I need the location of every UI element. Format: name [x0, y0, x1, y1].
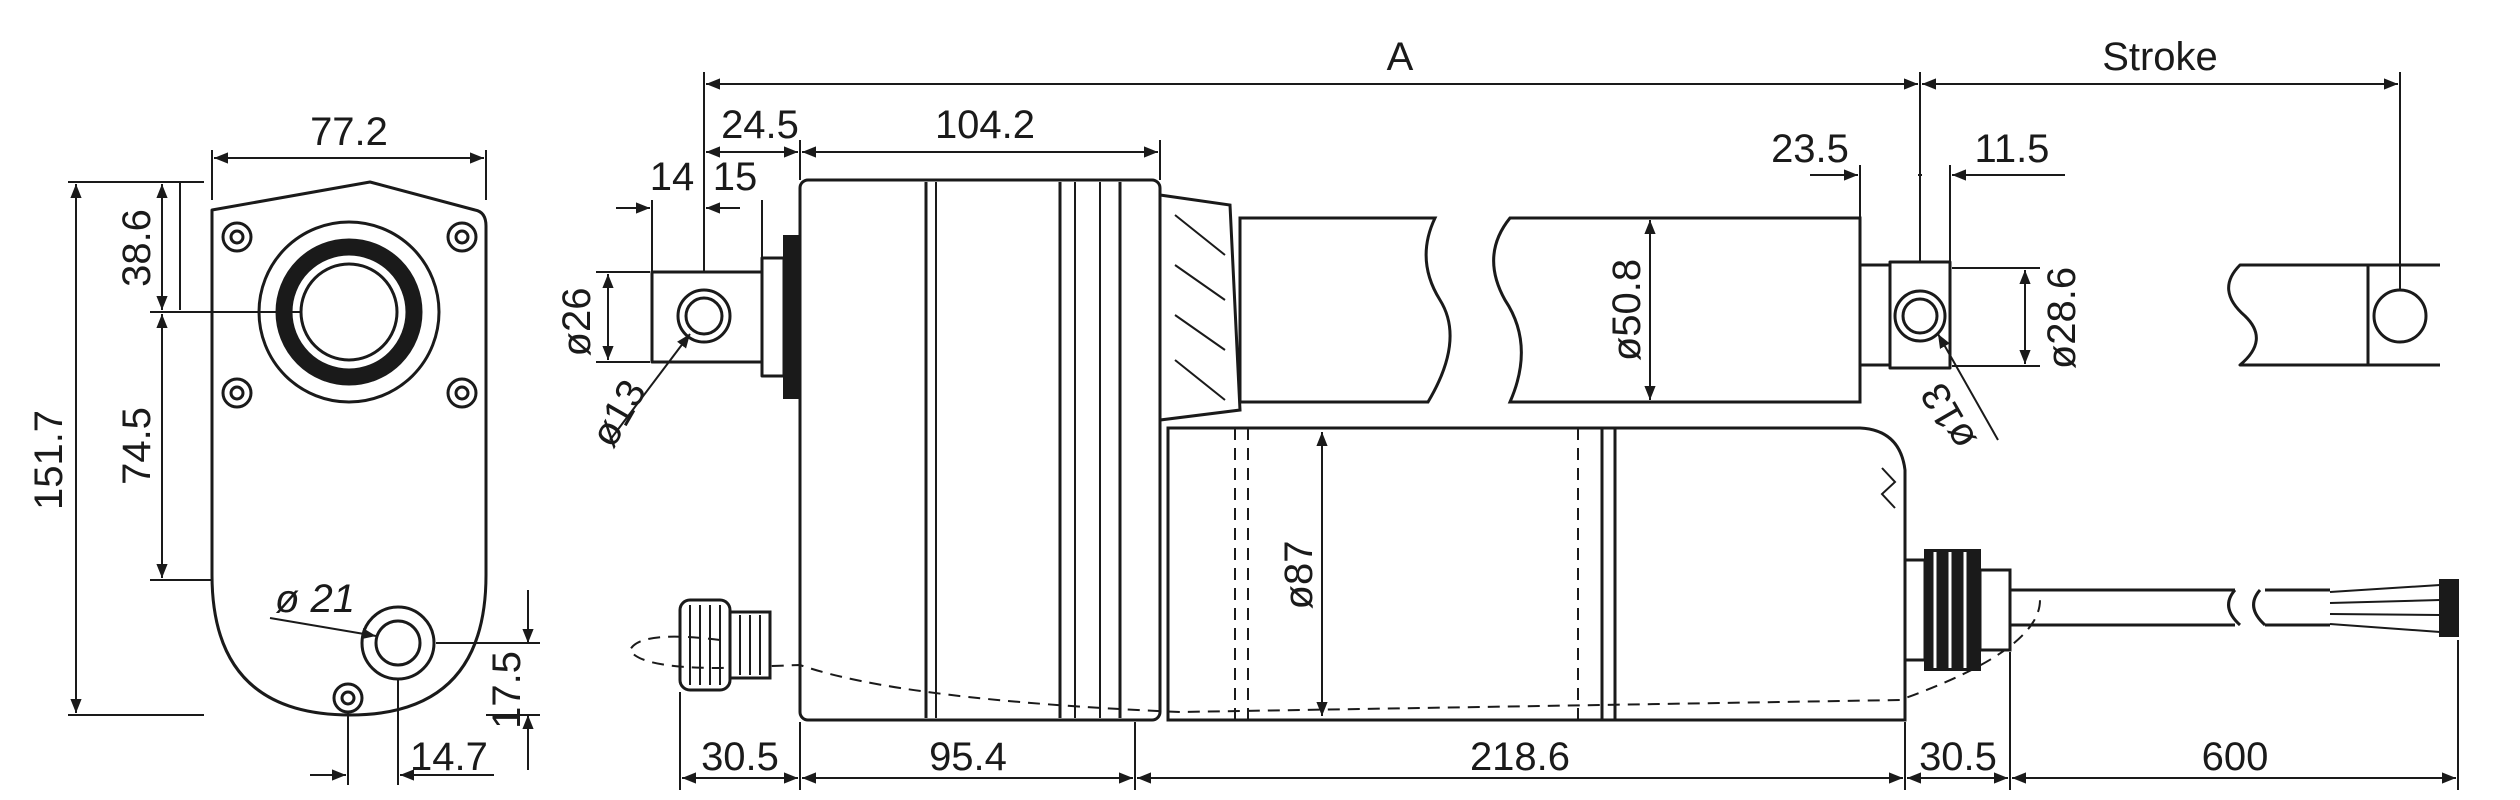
extended-rod-end: [2227, 263, 2440, 367]
A-label: A: [1387, 35, 1414, 79]
front-nut: [1158, 193, 1242, 422]
label-24-5: 24.5: [721, 103, 799, 147]
label-50-8: ø50.8: [1605, 259, 1649, 361]
dim-side-hole-height: 17.5: [436, 590, 540, 770]
cable-gland-icon: [1903, 549, 2012, 671]
dim-side-mid: 74.5: [115, 314, 212, 581]
dim-26: ø26: [555, 271, 650, 363]
dim-A: A: [703, 35, 1921, 272]
dim-side-hole: ø 21: [269, 577, 377, 640]
rear-gland-icon: [678, 598, 772, 692]
mount-hole-icon: [360, 605, 436, 681]
rear-clevis: [650, 235, 801, 399]
dim-bottom-chain: 30.5 95.4 218.6 30.5 600: [679, 640, 2459, 790]
label-14: 14: [650, 155, 695, 199]
side-height-label: 151.7: [27, 410, 71, 510]
dim-side-hole-offset: 14.7: [310, 680, 494, 785]
side-hole-offset-label: 14.7: [410, 735, 488, 779]
label-95-4: 95.4: [929, 735, 1007, 779]
side-upper-label: 38.6: [115, 209, 159, 287]
side-hole-dia-label: ø 21: [275, 577, 355, 621]
label-28-6: ø28.6: [2040, 267, 2084, 369]
label-600: 600: [2202, 735, 2269, 779]
side-mid-label: 74.5: [115, 407, 159, 485]
label-218-6: 218.6: [1470, 735, 1570, 779]
dim-side-upper: 38.6: [115, 182, 300, 313]
gearbox-block: [798, 178, 1162, 722]
dim-15: 15: [713, 155, 763, 258]
dim-14: 14: [616, 155, 740, 272]
front-view: A Stroke 24.5 104.2 14 15: [555, 35, 2459, 790]
label-26: ø26: [555, 288, 599, 357]
label-87: ø87: [1277, 541, 1321, 610]
label-30-5-right: 30.5: [1919, 735, 1997, 779]
dim-side-width: 77.2: [211, 110, 487, 200]
dim-stroke: Stroke: [1922, 35, 2401, 290]
dim-87: ø87: [1277, 432, 1328, 716]
label-13-right: ø13: [1912, 376, 1985, 458]
side-view: 77.2 151.7 38.6 74.5 ø 21: [27, 110, 540, 785]
front-rod-end: [1888, 260, 1952, 370]
label-30-5-left: 30.5: [701, 735, 779, 779]
label-13-left: ø13: [582, 373, 655, 455]
side-hole-height-label: 17.5: [485, 651, 529, 729]
dim-side-height: 151.7: [27, 181, 204, 716]
dim-13-right: ø13: [1912, 333, 1999, 458]
cable: [2010, 579, 2459, 637]
label-23-5: 23.5: [1771, 127, 1849, 171]
dim-23-5: 23.5: [1771, 127, 1922, 265]
dim-11-5: 11.5: [1950, 127, 2065, 262]
dim-28-6: ø28.6: [1952, 267, 2084, 369]
stroke-label: Stroke: [2102, 35, 2218, 79]
inner-tube: [1238, 216, 1892, 404]
label-15: 15: [713, 155, 758, 199]
label-11-5: 11.5: [1975, 127, 2050, 171]
dim-104-2: 104.2: [802, 103, 1161, 180]
side-width-label: 77.2: [310, 110, 388, 154]
dim-50-8: ø50.8: [1605, 220, 1656, 400]
label-104-2: 104.2: [935, 103, 1035, 147]
dim-24-5: 24.5: [706, 103, 801, 180]
side-housing-outline: [210, 180, 488, 717]
